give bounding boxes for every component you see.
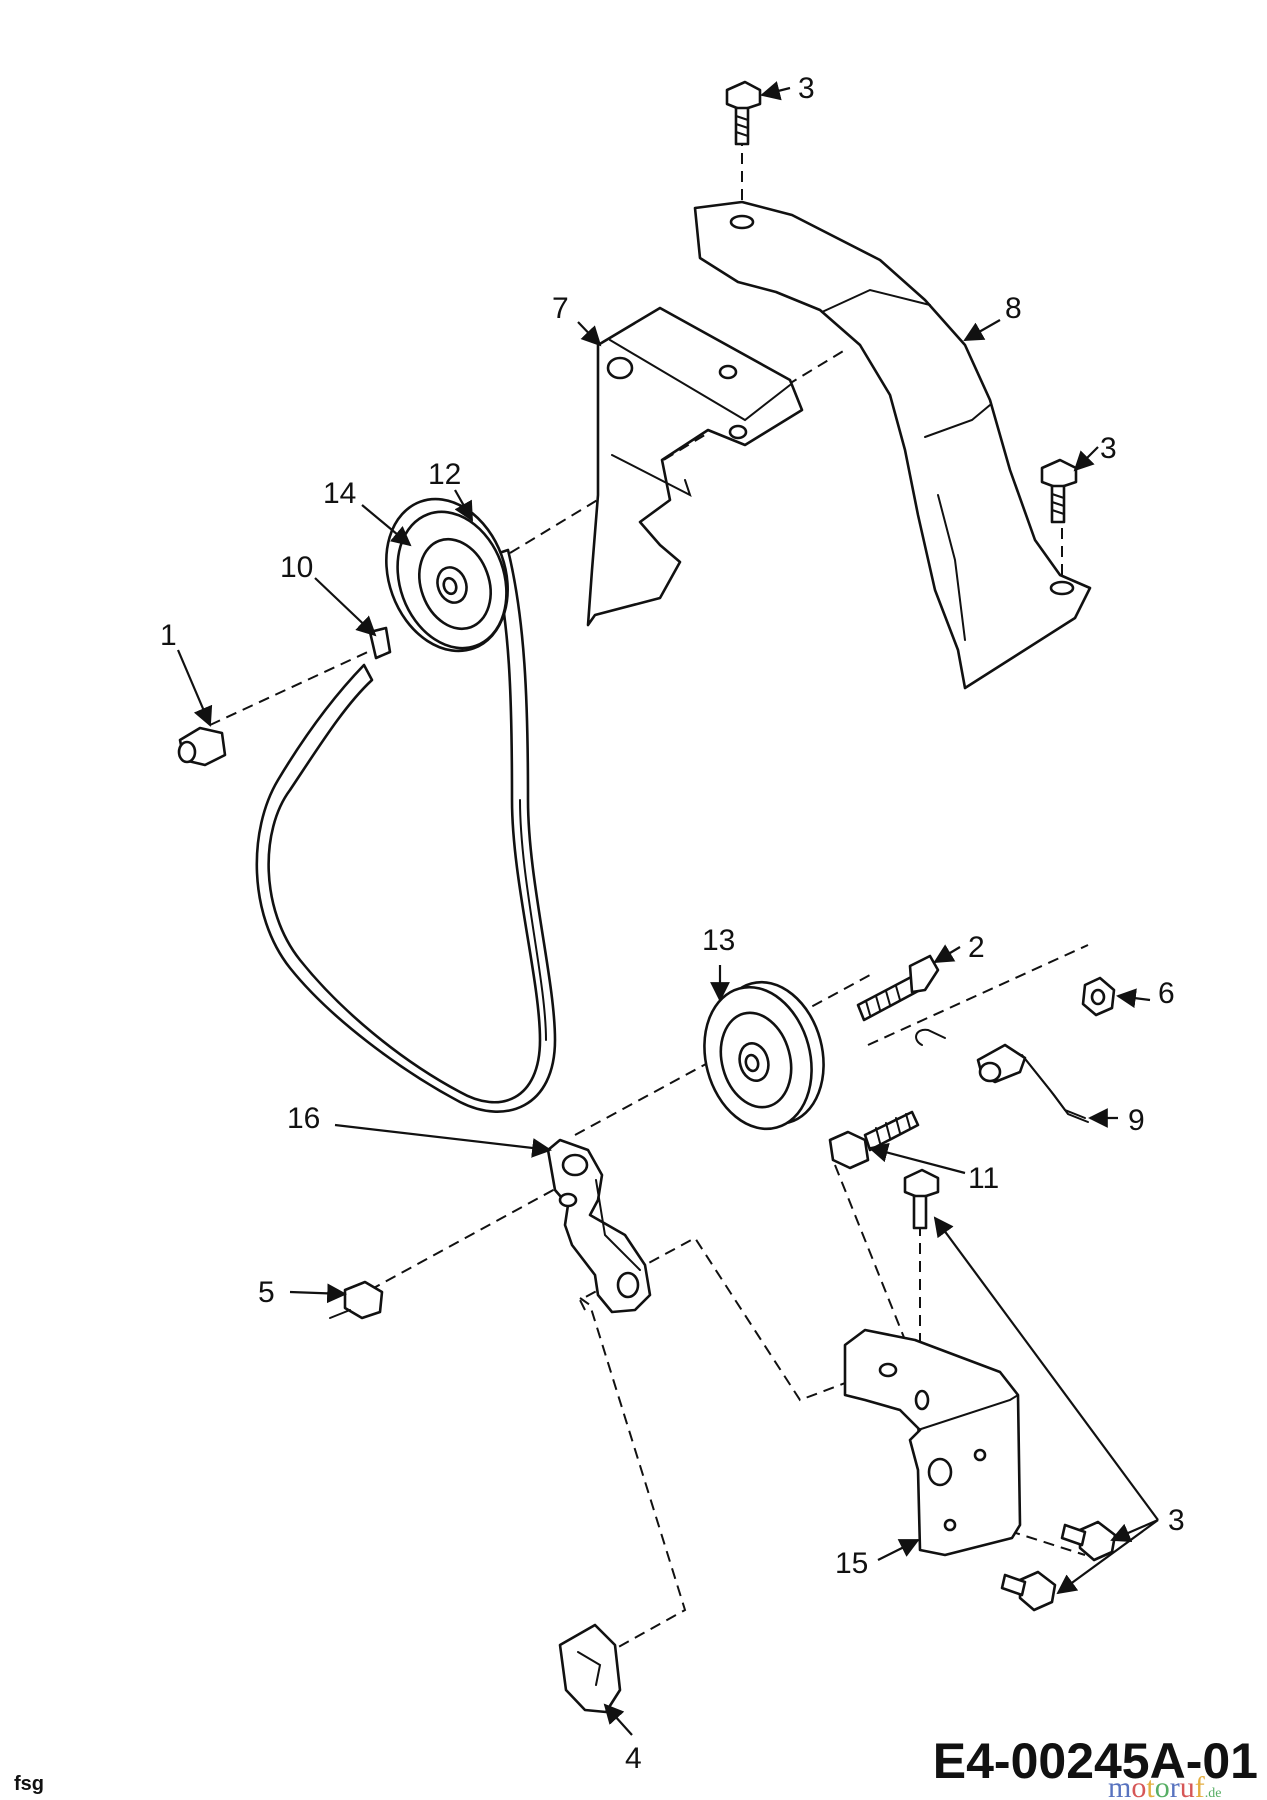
callout-3-right: 3 [1100, 432, 1117, 465]
watermark-name: motoruf [1108, 1771, 1205, 1800]
adjusting-bolt-11 [828, 1110, 920, 1170]
bolt-3-bracket-mid [1060, 1520, 1117, 1562]
author-initials: fsg [14, 1773, 44, 1795]
callout-5: 5 [258, 1276, 275, 1309]
callout-15: 15 [835, 1547, 868, 1580]
nut-6 [1081, 976, 1116, 1017]
callout-8: 8 [1005, 292, 1022, 325]
v-belt [255, 548, 557, 1113]
callout-2: 2 [968, 931, 985, 964]
callout-6: 6 [1158, 977, 1175, 1010]
bushing-4 [558, 1623, 622, 1714]
nut-5 [329, 1280, 384, 1320]
mounting-bracket-15 [843, 1328, 1022, 1557]
callout-labels: 3 8 7 3 12 14 10 1 13 2 6 9 11 16 5 3 15… [160, 72, 1185, 1775]
callout-12: 12 [428, 458, 461, 491]
callout-4: 4 [625, 1742, 642, 1775]
callout-3-top: 3 [798, 72, 815, 105]
callout-14: 14 [323, 477, 356, 510]
leader-lines [176, 81, 1159, 1736]
watermark-logo: motoruf.de [1108, 1771, 1221, 1800]
bolt-3-top [725, 80, 762, 146]
drawing-number: E4-00245A-01 [933, 1733, 1258, 1789]
idler-arm-16 [546, 1138, 652, 1314]
drive-pulley [385, 497, 509, 653]
callout-10: 10 [280, 551, 313, 584]
callout-13: 13 [702, 924, 735, 957]
bolt-3-right [1040, 458, 1078, 524]
watermark-suffix: .de [1205, 1786, 1222, 1800]
bolt-3-bracket-top [903, 1168, 940, 1230]
callout-9: 9 [1128, 1104, 1145, 1137]
bolt-1 [177, 726, 227, 767]
idler-pulley [703, 980, 825, 1131]
callout-3-bracket: 3 [1168, 1504, 1185, 1537]
svg-text:motoruf.de: motoruf.de [1108, 1771, 1221, 1800]
belt-guard-cover [693, 200, 1092, 690]
callout-7: 7 [552, 292, 569, 325]
callout-1: 1 [160, 619, 177, 652]
spring-9 [915, 1028, 1089, 1123]
callout-16: 16 [287, 1102, 320, 1135]
callout-11: 11 [968, 1162, 999, 1195]
shoulder-bolt-2 [856, 954, 940, 1022]
guard-bracket [586, 306, 804, 627]
bolt-3-bracket-low [1000, 1570, 1057, 1612]
